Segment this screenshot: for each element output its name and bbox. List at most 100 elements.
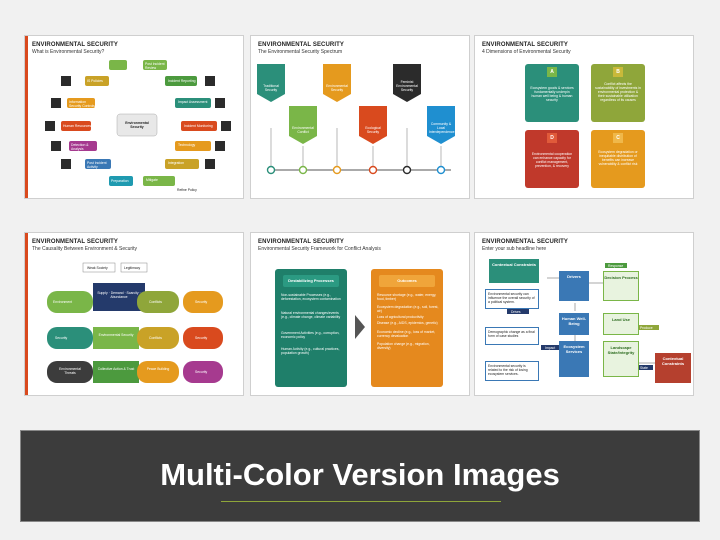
destabilizing-panel [275, 269, 347, 387]
circular-diagram [45, 60, 231, 186]
slide-subtitle: 4 Dimensions of Environmental Security [482, 49, 571, 55]
diagram-item: Incident Monitoring [184, 124, 213, 128]
card-letter: B [613, 67, 623, 77]
diagram-item: Post Incident Activity [87, 161, 107, 170]
diagram-item: Preparation [111, 179, 129, 183]
dimension-card: C Ecosystem degradation or inequitable d… [591, 130, 645, 188]
slide-thumbnail-4[interactable]: ENVIRONMENTAL SECURITY The Causality Bet… [24, 232, 244, 396]
dimension-card: B Conflict affects the sustainability of… [591, 64, 645, 122]
arrow-label: Response [608, 263, 624, 268]
flow-box: Contextual Constraints [655, 353, 691, 383]
outcome-item: Resource shortage (e.g., water, energy, … [377, 293, 437, 302]
slide-title: ENVIRONMENTAL SECURITY [258, 42, 344, 48]
diagram-item: Information Security Controls [69, 100, 95, 109]
arrow-right-icon [355, 315, 365, 339]
card-text: Conflict affects the sustainability of i… [595, 82, 641, 103]
flow-box: Landscape State/Integrity [603, 341, 639, 377]
spectrum-item: Environmental Security [326, 84, 348, 93]
slide-accent-stripe [25, 233, 28, 395]
card-text: Environmental cooperation can enhance ca… [531, 152, 573, 169]
diagram-item: Refine Policy [177, 188, 197, 192]
destabilizing-item: Human Activity (e.g., cultural practices… [281, 347, 340, 356]
spectrum-item: Feminist Environmental Security [396, 80, 418, 93]
row-cell: Security [195, 300, 208, 304]
card-letter: A [547, 67, 557, 77]
outcome-item: Economic decline (e.g., loss of market, … [377, 330, 436, 339]
flow-box: Drivers [559, 271, 589, 301]
slide-grid: ENVIRONMENTAL SECURITY What is Environme… [24, 35, 694, 396]
slide-title: ENVIRONMENTAL SECURITY [482, 239, 568, 245]
diagram-item: Post Incident Review [145, 62, 165, 71]
slide-accent-stripe [25, 36, 28, 198]
slide-title: ENVIRONMENTAL SECURITY [32, 42, 118, 48]
spectrum-item: Environmental Conflict [292, 126, 314, 135]
outcome-item: Disease (e.g., AIDS, epidemics, genetic) [377, 321, 438, 325]
arrow-label: Produce [640, 325, 653, 330]
slide-subtitle: Environmental Security Framework for Con… [258, 246, 381, 252]
flow-note: Environmental security is related to the… [485, 361, 539, 381]
top-label: Weak Society [87, 266, 108, 270]
slide-thumbnail-1[interactable]: ENVIRONMENTAL SECURITY What is Environme… [24, 35, 244, 199]
spectrum-diagram [257, 64, 455, 175]
card-letter: D [547, 133, 557, 143]
slide-subtitle: Enter your sub headline here [482, 246, 547, 252]
diagram-item: Incident Reporting [168, 79, 196, 83]
card-text: Ecosystem degradation or inequitable dis… [598, 150, 638, 167]
banner-title: Multi-Color Version Images [160, 457, 560, 492]
flow-box: Contextual Constraints [489, 259, 539, 283]
row-cell: Environmental Threats [59, 367, 81, 376]
diagram-item: Impact Assessment [178, 100, 208, 104]
arrow-label: Drives [511, 309, 521, 314]
slide-title: ENVIRONMENTAL SECURITY [482, 42, 568, 48]
row-cell: Security [195, 336, 208, 340]
flow-box: Land Use [603, 313, 639, 335]
outcome-item: Ecosystem degradation (e.g., soil, fores… [377, 305, 439, 314]
diagram-item: Integration [168, 161, 185, 165]
row-cell: Security [55, 336, 68, 340]
dimension-card: A Ecosystem goods & services fundamental… [525, 64, 579, 122]
slide-thumbnail-2[interactable]: ENVIRONMENTAL SECURITY The Environmental… [250, 35, 470, 199]
row-cell: Security [195, 370, 208, 374]
arrow-label: State [640, 365, 648, 370]
top-label: Legitimacy [124, 266, 141, 270]
center-label: Environmental Security [125, 121, 149, 130]
banner-divider [221, 501, 501, 502]
outcome-item: Loss of agricultural productivity [377, 315, 424, 319]
spectrum-item: Ecological Security [365, 126, 381, 135]
row-cell: Supply · Demand · Scarcity · Abundance [97, 291, 141, 300]
slide-thumbnail-5[interactable]: ENVIRONMENTAL SECURITY Environmental Sec… [250, 232, 470, 396]
flow-note: Environmental security can influence the… [485, 289, 539, 309]
flow-box: Ecosystem Services [559, 341, 589, 377]
slide-thumbnail-6[interactable]: ENVIRONMENTAL SECURITY Enter your sub he… [474, 232, 694, 396]
dimension-card: D Environmental cooperation can enhance … [525, 130, 579, 188]
row-cell: Environment [53, 300, 73, 304]
spectrum-item: Community & Local Interdependence [429, 122, 455, 135]
destabilizing-header: Destabilizing Processes [283, 275, 339, 287]
destabilizing-item: Non-sustainable Processes (e.g., defores… [281, 293, 341, 302]
destabilizing-item: Natural environmental changes/events (e.… [281, 311, 341, 320]
diagram-item: Technology [178, 143, 196, 147]
diagram-item: Detection & Analysis [71, 143, 89, 152]
diagram-item: IS Policies [87, 79, 103, 83]
row-cell: Conflicts [149, 336, 163, 340]
row-cell: Environmental Security [98, 333, 134, 337]
title-banner: Multi-Color Version Images [20, 430, 700, 522]
card-letter: C [613, 133, 623, 143]
slide-subtitle: The Causality Between Environment & Secu… [32, 246, 138, 252]
outcome-item: Population change (e.g., migration, dive… [377, 342, 430, 351]
slide-title: ENVIRONMENTAL SECURITY [32, 239, 118, 245]
spectrum-item: Traditional Security [263, 84, 279, 93]
flow-box: Decision Process [603, 271, 639, 301]
diagram-item: Human Resources [63, 124, 92, 128]
outcomes-header: Outcomes [379, 275, 435, 287]
diagram-item: Mitigate [146, 178, 158, 182]
row-cell: Peace Building [146, 367, 170, 371]
row-cell: Collective Action & Trust [97, 367, 135, 371]
slide-thumbnail-3[interactable]: ENVIRONMENTAL SECURITY 4 Dimensions of E… [474, 35, 694, 199]
flow-note: Demographic change as a final form of ca… [485, 327, 539, 345]
slide-title: ENVIRONMENTAL SECURITY [258, 239, 344, 245]
row-cell: Conflicts [149, 300, 163, 304]
flow-box: Human Well-Being [559, 313, 589, 335]
destabilizing-item: Government Activities (e.g., corruption,… [281, 331, 340, 340]
causality-diagram [47, 262, 223, 383]
